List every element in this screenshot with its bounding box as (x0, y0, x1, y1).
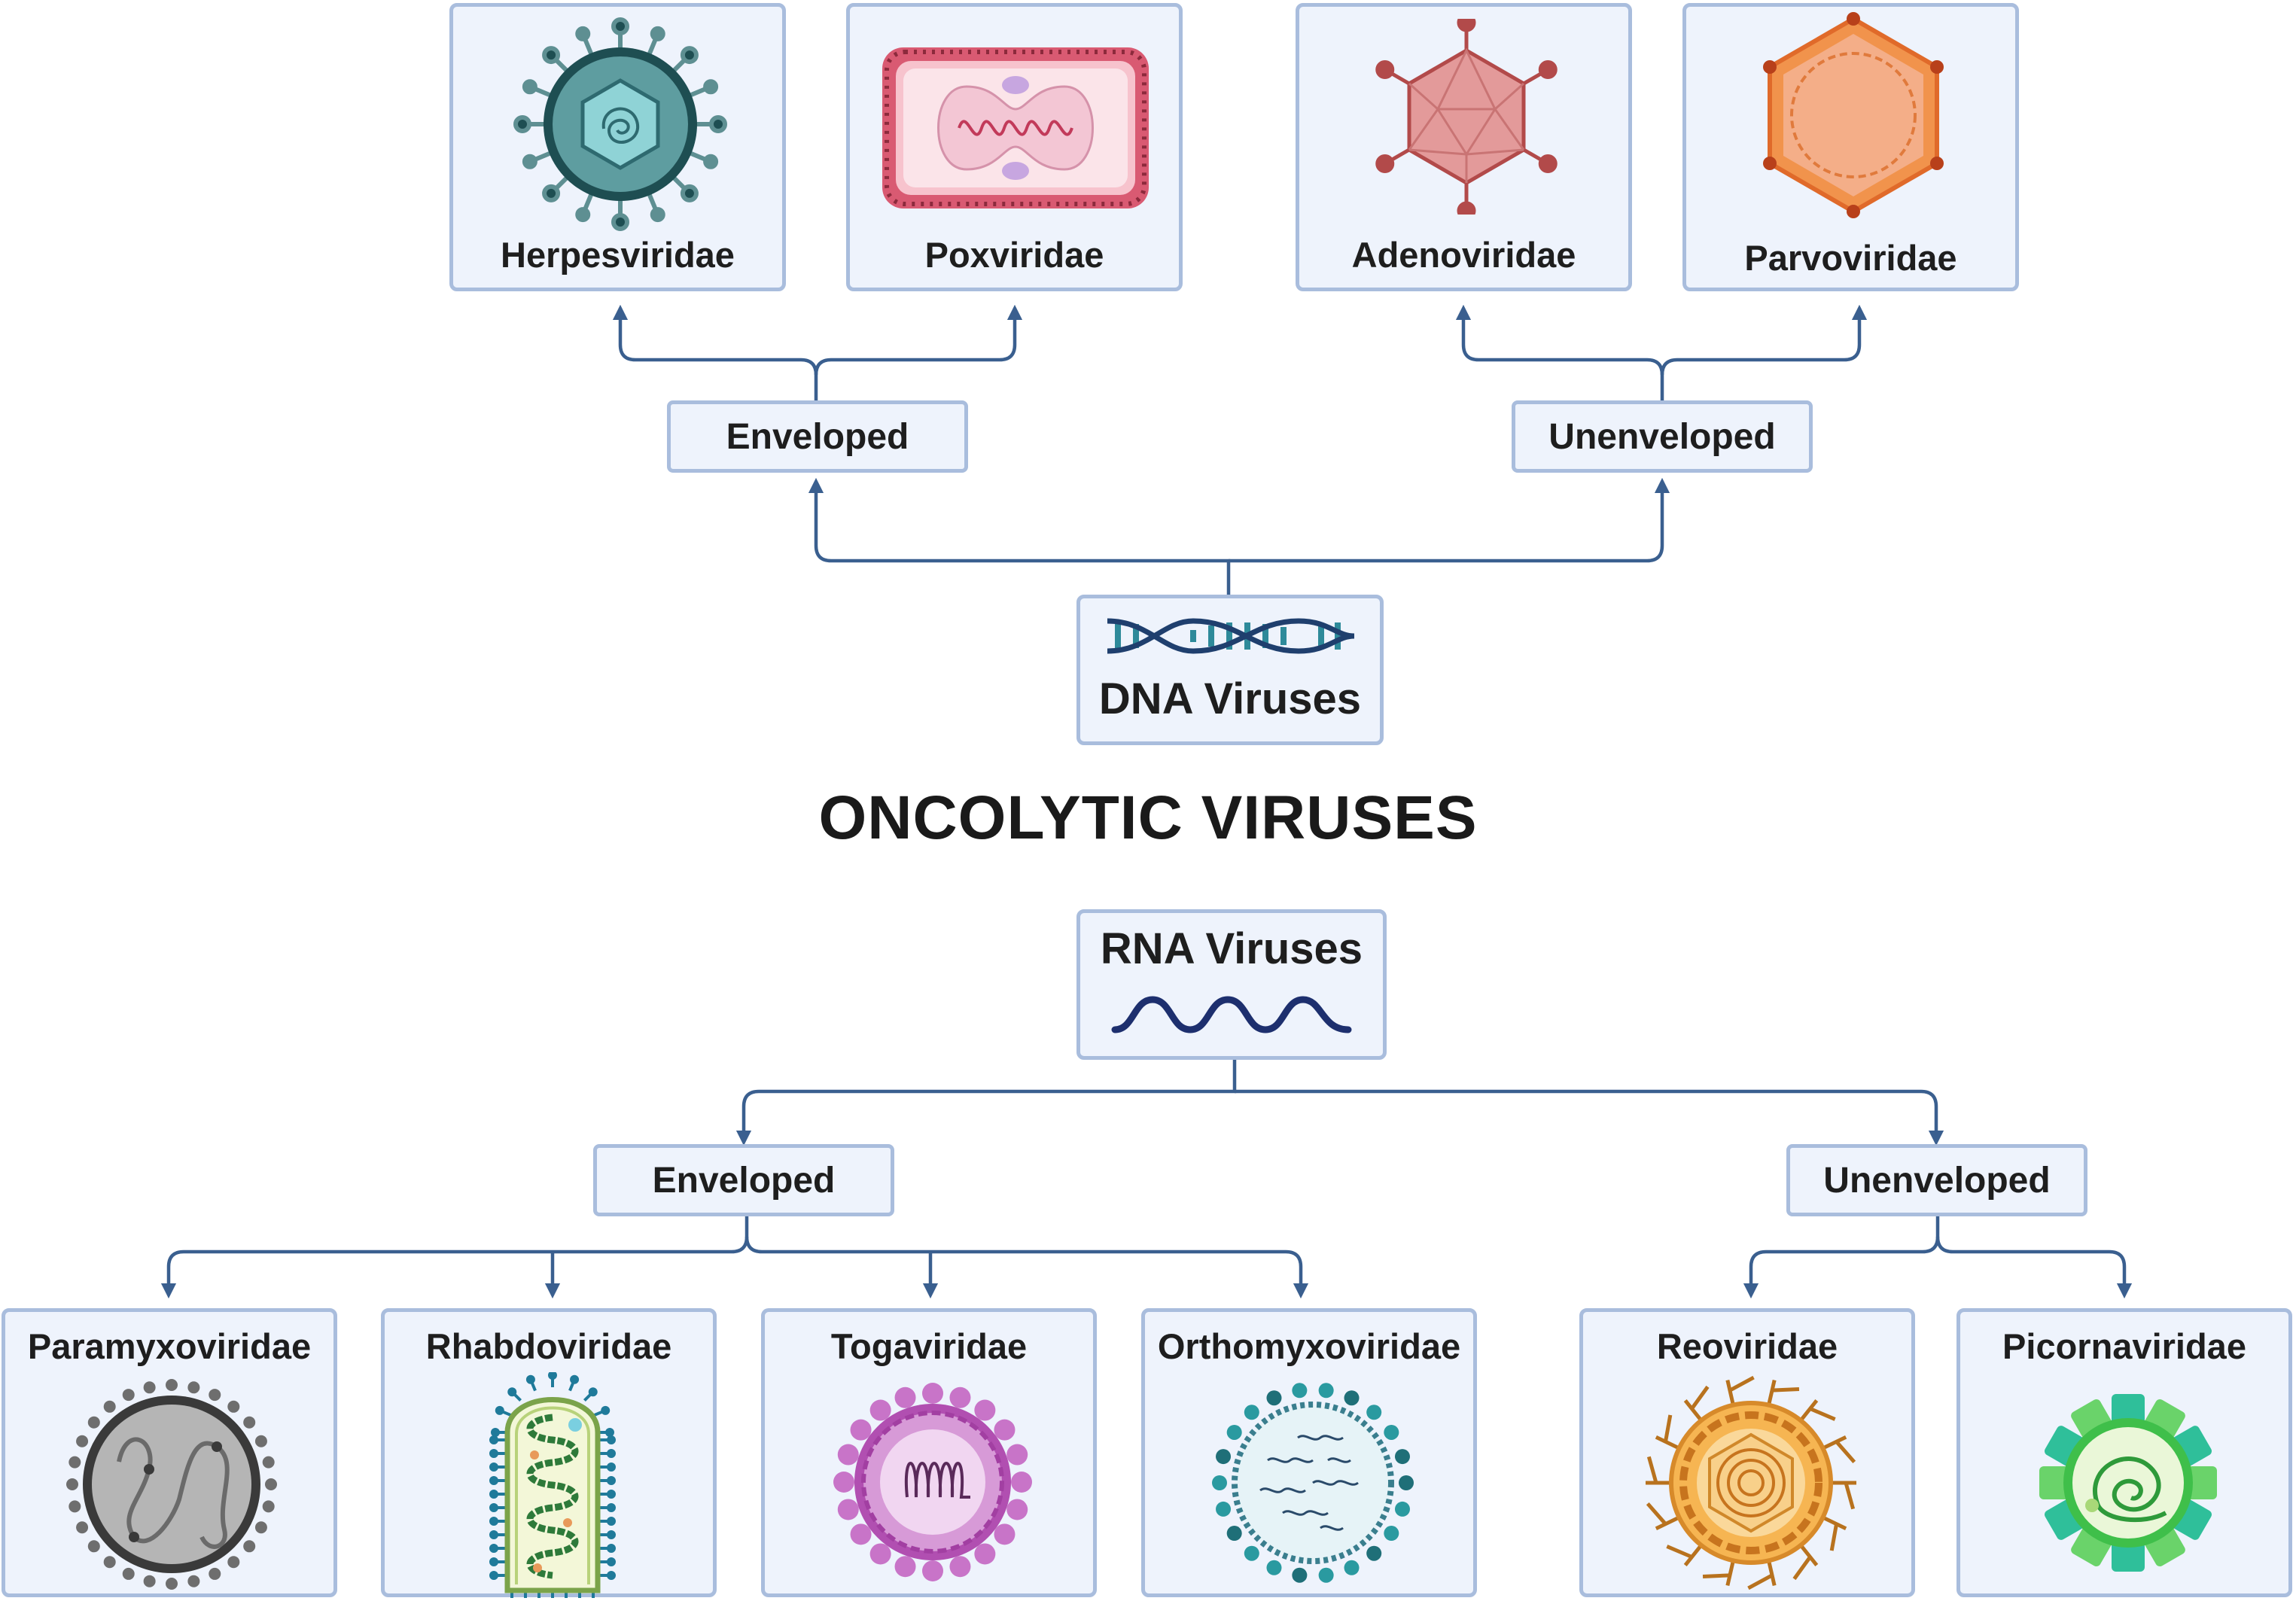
rna-viruses-label: RNA Viruses (1100, 924, 1363, 973)
main-title: ONCOLYTIC VIRUSES (818, 784, 1478, 852)
family-label-rhabdoviridae: Rhabdoviridae (425, 1326, 672, 1366)
orthomyxovirus-icon (1212, 1383, 1414, 1583)
family-label-picornaviridae: Picornaviridae (2002, 1326, 2246, 1366)
dna-enveloped-to-herpes-connector (612, 304, 818, 400)
poxvirus-icon (882, 47, 1149, 208)
rna-enveloped-category: Enveloped (593, 1144, 894, 1216)
family-box-reoviridae: Reoviridae (1579, 1308, 1915, 1597)
togavirus-icon (833, 1383, 1032, 1581)
adenovirus-icon (1375, 19, 1558, 215)
dna-enveloped-to-pox-connector (814, 304, 1023, 376)
family-box-orthomyxoviridae: Orthomyxoviridae (1141, 1308, 1477, 1597)
rna-enveloped-to-families-connector (160, 1214, 749, 1299)
family-box-poxviridae: Poxviridae (846, 3, 1183, 291)
rna-viruses-box: RNA Viruses (1076, 909, 1387, 1060)
dna-viruses-label: DNA Viruses (1098, 674, 1362, 723)
family-box-paramyxoviridae: Paramyxoviridae (2, 1308, 337, 1597)
picornavirus-icon (2039, 1394, 2217, 1572)
rna-to-enveloped-connector (735, 1058, 1237, 1146)
dna-unenveloped-category: Unenveloped (1512, 400, 1813, 473)
herpesvirus-icon (513, 17, 727, 231)
family-label-adenoviridae: Adenoviridae (1351, 235, 1576, 275)
dna-unenveloped-to-parvo-connector (1660, 304, 1868, 376)
family-box-picornaviridae: Picornaviridae (1956, 1308, 2292, 1597)
dna-helix-icon (1107, 618, 1355, 654)
family-box-parvoviridae: Parvoviridae (1682, 3, 2019, 291)
rna-unenveloped-to-families-connector (1743, 1214, 1940, 1299)
family-box-togaviridae: Togaviridae (761, 1308, 1097, 1597)
family-label-reoviridae: Reoviridae (1656, 1326, 1838, 1366)
rna-to-unenveloped-connector (1235, 1089, 1944, 1146)
family-label-herpesviridae: Herpesviridae (501, 235, 735, 275)
family-label-paramyxoviridae: Paramyxoviridae (27, 1326, 312, 1366)
family-box-herpesviridae: Herpesviridae (449, 3, 786, 291)
family-label-togaviridae: Togaviridae (830, 1326, 1028, 1366)
dna-unenveloped-to-adeno-connector (1455, 304, 1664, 400)
dna-viruses-box: DNA Viruses (1076, 595, 1384, 745)
rhabdovirus-icon (489, 1372, 616, 1598)
family-label-parvoviridae: Parvoviridae (1744, 238, 1957, 278)
dna-to-enveloped-connector (808, 477, 1231, 595)
reovirus-icon (1646, 1375, 1856, 1590)
family-label-poxviridae: Poxviridae (924, 235, 1104, 275)
dna-to-unenveloped-connector (1229, 477, 1670, 563)
dna-enveloped-category: Enveloped (667, 400, 968, 473)
family-box-rhabdoviridae: Rhabdoviridae (381, 1308, 717, 1598)
rna-unenveloped-category: Unenveloped (1786, 1144, 2087, 1216)
paramyxovirus-icon (66, 1379, 277, 1590)
parvovirus-icon (1763, 12, 1944, 218)
family-box-adenoviridae: Adenoviridae (1296, 3, 1632, 291)
rna-wave-icon (1111, 996, 1352, 1033)
family-label-orthomyxoviridae: Orthomyxoviridae (1157, 1326, 1461, 1366)
